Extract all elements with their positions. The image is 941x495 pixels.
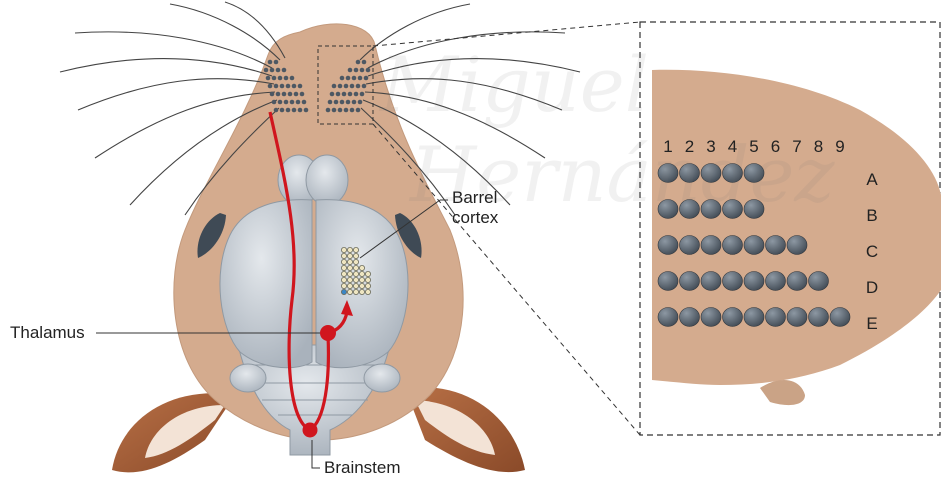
thalamus-label: Thalamus [10, 323, 85, 343]
follicle-B1 [658, 200, 678, 219]
follicle-E8 [809, 308, 829, 327]
follicle-B4 [723, 200, 743, 219]
follicle-E2 [680, 308, 700, 327]
column-label-3: 3 [704, 138, 718, 156]
column-label-1: 1 [661, 138, 675, 156]
follicle-A4 [723, 164, 743, 183]
follicle-D6 [766, 272, 786, 291]
follicle-C5 [744, 236, 764, 255]
follicle-A1 [658, 164, 678, 183]
row-label-A: A [864, 171, 880, 189]
column-label-9: 9 [833, 138, 847, 156]
barrel-cortex-label-line-1: Barrel [452, 188, 498, 208]
follicle-E5 [744, 308, 764, 327]
follicle-D4 [723, 272, 743, 291]
follicle-D7 [787, 272, 807, 291]
follicle-D3 [701, 272, 721, 291]
follicle-C7 [787, 236, 807, 255]
follicle-A3 [701, 164, 721, 183]
row-label-D: D [864, 279, 880, 297]
follicle-C1 [658, 236, 678, 255]
thalamus-relay-dot [320, 325, 336, 341]
row-label-C: C [864, 243, 880, 261]
column-label-7: 7 [790, 138, 804, 156]
column-label-5: 5 [747, 138, 761, 156]
follicle-E9 [830, 308, 850, 327]
follicle-B2 [680, 200, 700, 219]
follicle-C3 [701, 236, 721, 255]
column-label-8: 8 [812, 138, 826, 156]
left-ear [112, 393, 235, 472]
row-label-E: E [864, 315, 880, 333]
follicle-E6 [766, 308, 786, 327]
follicle-C4 [723, 236, 743, 255]
brainstem-relay-dot [303, 423, 318, 438]
follicle-D1 [658, 272, 678, 291]
column-label-6: 6 [769, 138, 783, 156]
magnified-lip [760, 380, 805, 405]
column-label-2: 2 [683, 138, 697, 156]
follicle-C2 [680, 236, 700, 255]
follicle-B5 [744, 200, 764, 219]
follicle-C6 [766, 236, 786, 255]
brainstem-label: Brainstem [324, 458, 401, 478]
row-label-B: B [864, 207, 880, 225]
follicle-E7 [787, 308, 807, 327]
barrel-cortex-label-line-2: cortex [452, 208, 498, 228]
magnified-snout [652, 70, 941, 385]
follicle-E3 [701, 308, 721, 327]
follicle-D8 [809, 272, 829, 291]
zoom-line-top [373, 22, 640, 46]
follicle-D5 [744, 272, 764, 291]
follicle-B3 [701, 200, 721, 219]
follicle-E1 [658, 308, 678, 327]
column-label-4: 4 [726, 138, 740, 156]
barrel-cortex-label: Barrel cortex [452, 188, 498, 228]
follicle-E4 [723, 308, 743, 327]
follicle-A5 [744, 164, 764, 183]
follicle-D2 [680, 272, 700, 291]
follicle-A2 [680, 164, 700, 183]
